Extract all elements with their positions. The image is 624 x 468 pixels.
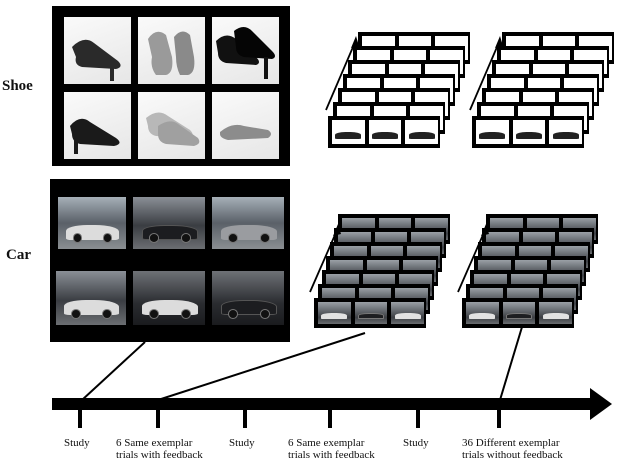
stack-arrow: [457, 224, 489, 293]
shoe-study-panel: [52, 6, 290, 166]
shoe-icon: [220, 124, 271, 140]
timeline-label-line: 6 Same exemplar: [288, 437, 365, 449]
shoe-thumbnail: [548, 119, 583, 145]
timeline-label-line: trials with feedback: [288, 449, 375, 461]
car-icon: [542, 312, 569, 320]
timeline-label-same-2: 6 Same exemplar trials with feedback: [288, 437, 375, 461]
timeline-label-line: Study: [64, 437, 90, 449]
connector-line: [157, 332, 366, 401]
car-thumbnail: [465, 301, 500, 325]
timeline-label-line: 36 Different exemplar: [462, 437, 560, 449]
wheel-icon: [71, 308, 82, 319]
car-icon: [321, 312, 348, 320]
car-thumbnail: [317, 301, 352, 325]
car-icon: [469, 312, 496, 320]
wheel-icon: [227, 308, 238, 319]
timeline-label-line: 6 Same exemplar: [116, 437, 193, 449]
shoe-thumbnail: [331, 119, 366, 145]
shoe-icon: [72, 39, 121, 81]
shoe-thumbnail: [367, 119, 403, 145]
trial-panel: [472, 116, 584, 148]
trial-panel: [328, 116, 440, 148]
wheel-icon: [180, 308, 191, 319]
shoe-icon: [479, 131, 506, 139]
wheel-icon: [102, 233, 113, 243]
wheel-icon: [227, 233, 238, 243]
shoe-icon: [335, 131, 362, 139]
shoe-icon: [146, 112, 200, 146]
car-thumbnail: [501, 301, 537, 325]
shoe-icon: [552, 131, 579, 139]
wheel-icon: [148, 308, 159, 319]
car-icon: [394, 312, 421, 320]
stack-arrow: [469, 36, 503, 111]
timeline-label-line: trials without feedback: [462, 449, 563, 461]
shoe-icon: [408, 131, 435, 139]
car-icon: [505, 312, 533, 320]
shoe-image: [64, 17, 131, 84]
shoe-row-label: Shoe: [2, 78, 33, 94]
car-thumbnail: [390, 301, 425, 325]
wheel-icon: [148, 233, 159, 243]
car-image: [212, 197, 284, 249]
shoe-image: [212, 17, 279, 84]
timeline-arrow: [52, 388, 612, 420]
car-thumbnail: [353, 301, 389, 325]
wheel-icon: [259, 233, 270, 243]
stack-arrow: [309, 224, 341, 293]
timeline-tick: [497, 408, 501, 428]
shoe-icon: [70, 118, 120, 154]
timeline-label-same-1: 6 Same exemplar trials with feedback: [116, 437, 203, 461]
timeline-label-study-2: Study: [229, 437, 255, 449]
wheel-icon: [72, 233, 83, 243]
timeline-label-line: trials with feedback: [116, 449, 203, 461]
connector-line: [499, 326, 523, 401]
connector-line: [81, 341, 146, 401]
shoe-image: [138, 92, 205, 159]
car-thumbnail: [538, 301, 573, 325]
car-study-panel: [50, 179, 290, 342]
timeline-label-study-3: Study: [403, 437, 429, 449]
timeline-tick: [243, 408, 247, 428]
shoe-icon: [371, 131, 399, 139]
wheel-icon: [102, 308, 112, 319]
shoe-thumbnail: [475, 119, 510, 145]
shoe-thumbnail: [511, 119, 547, 145]
shoe-image: [212, 92, 279, 159]
timeline-label-study-1: Study: [64, 437, 90, 449]
shoe-icon: [216, 27, 275, 79]
car-image: [133, 197, 205, 249]
shoe-image: [138, 17, 205, 84]
timeline-tick: [156, 408, 160, 428]
shoe-image: [64, 92, 131, 159]
timeline-tick: [416, 408, 420, 428]
timeline-label-different: 36 Different exemplar trials without fee…: [462, 437, 563, 461]
shoe-icon: [148, 31, 195, 76]
wheel-icon: [180, 233, 191, 243]
trial-panel: [462, 298, 574, 328]
car-icon: [357, 312, 385, 320]
timeline-label-line: Study: [229, 437, 255, 449]
stack-arrow: [325, 36, 359, 111]
car-image: [133, 271, 205, 325]
timeline-tick: [78, 408, 82, 428]
trial-panel: [314, 298, 426, 328]
timeline-tick: [328, 408, 332, 428]
shoe-thumbnail: [404, 119, 439, 145]
car-image: [58, 197, 126, 249]
shoe-icon: [515, 131, 543, 139]
car-row-label: Car: [6, 247, 31, 263]
timeline-ticks: [78, 408, 501, 428]
timeline-label-line: Study: [403, 437, 429, 449]
car-image: [56, 271, 126, 325]
car-image: [212, 271, 284, 325]
wheel-icon: [259, 308, 270, 319]
